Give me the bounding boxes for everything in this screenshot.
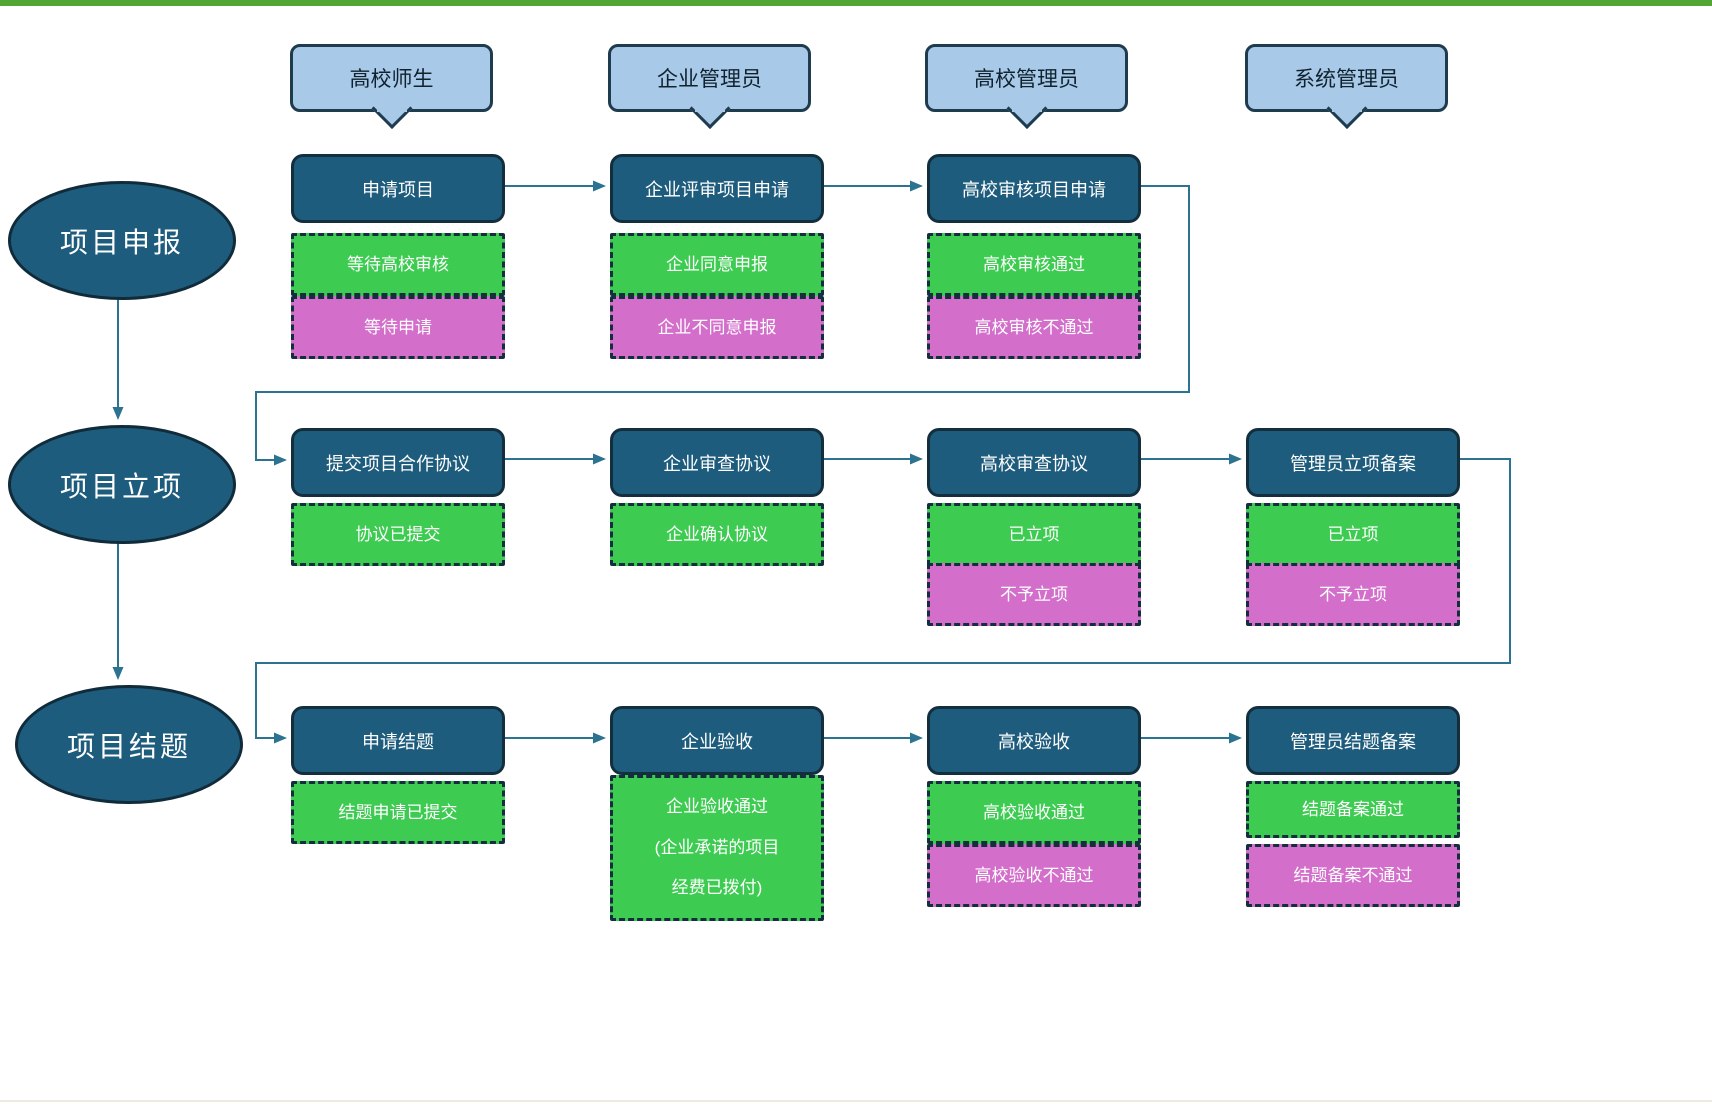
status-fail-box: 不予立项: [927, 563, 1141, 626]
bottom-divider: [0, 1100, 1712, 1102]
step-box: 企业审查协议: [610, 428, 824, 497]
phase-ellipse-declaration: 项目申报: [8, 181, 236, 300]
step-box: 申请结题: [291, 706, 505, 775]
role-label: 系统管理员: [1294, 68, 1399, 91]
status-success-box: 已立项: [1246, 503, 1460, 566]
step-box: 高校验收: [927, 706, 1141, 775]
phase-ellipse-conclusion: 项目结题: [15, 685, 243, 804]
callout-tail-cover: [1011, 106, 1042, 112]
step-box: 管理员结题备案: [1246, 706, 1460, 775]
status-success-box: 结题申请已提交: [291, 781, 505, 844]
status-success-box: 高校审核通过: [927, 233, 1141, 296]
role-label: 企业管理员: [657, 68, 762, 91]
role-label: 高校师生: [349, 68, 434, 91]
step-box: 企业验收: [610, 706, 824, 775]
status-fail-box: 高校审核不通过: [927, 296, 1141, 359]
step-box: 高校审核项目申请: [927, 154, 1141, 223]
status-success-box: 企业同意申报: [610, 233, 824, 296]
top-accent-bar: [0, 0, 1712, 6]
status-fail-box: 不予立项: [1246, 563, 1460, 626]
status-fail-box: 等待申请: [291, 296, 505, 359]
status-fail-box: 企业不同意申报: [610, 296, 824, 359]
role-label: 高校管理员: [974, 68, 1079, 91]
status-success-box: 等待高校审核: [291, 233, 505, 296]
role-callout-enterprise-admin: 企业管理员: [608, 44, 811, 130]
status-success-box: 企业确认协议: [610, 503, 824, 566]
callout-tail-cover: [694, 106, 725, 112]
status-success-box: 企业验收通过 (企业承诺的项目 经费已拨付): [610, 775, 824, 921]
callout-tail-cover: [1331, 106, 1362, 112]
callout-tail-cover: [376, 106, 407, 112]
status-fail-box: 高校验收不通过: [927, 844, 1141, 907]
status-success-box: 结题备案通过: [1246, 781, 1460, 838]
status-fail-box: 结题备案不通过: [1246, 844, 1460, 907]
status-success-box: 已立项: [927, 503, 1141, 566]
step-box: 高校审查协议: [927, 428, 1141, 497]
phase-ellipse-approval: 项目立项: [8, 425, 236, 544]
step-box: 申请项目: [291, 154, 505, 223]
status-success-box: 协议已提交: [291, 503, 505, 566]
status-success-box: 高校验收通过: [927, 781, 1141, 844]
role-callout-university-staff: 高校师生: [290, 44, 493, 130]
role-callout-system-admin: 系统管理员: [1245, 44, 1448, 130]
role-callout-university-admin: 高校管理员: [925, 44, 1128, 130]
step-box: 管理员立项备案: [1246, 428, 1460, 497]
step-box: 提交项目合作协议: [291, 428, 505, 497]
step-box: 企业评审项目申请: [610, 154, 824, 223]
